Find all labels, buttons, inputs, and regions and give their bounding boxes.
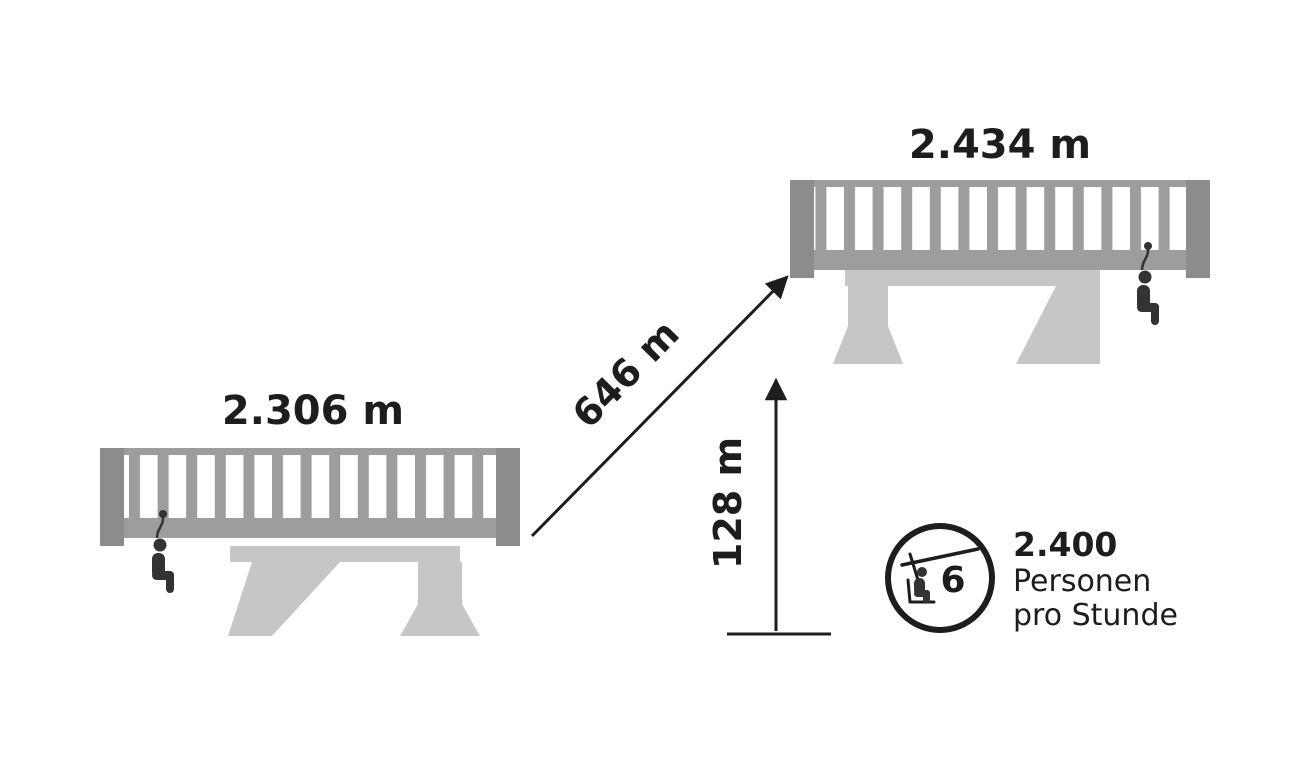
upper-station-left-endpost <box>790 180 814 278</box>
upper-station-left-pier-foot <box>833 326 903 364</box>
height-difference-label: 128 m <box>706 437 750 569</box>
lower-station-elevation-label: 2.306 m <box>222 388 404 434</box>
lower-station-right-pier <box>418 562 462 608</box>
lower-station-left-endpost <box>100 448 124 546</box>
lower-station-left-pier <box>228 562 340 636</box>
lower-station-top-rail <box>124 448 496 455</box>
lower-station-right-endpost <box>496 448 520 546</box>
upper-station: 2.434 m <box>790 122 1210 364</box>
chairlift-chair-icon <box>900 547 980 604</box>
upper-station-right-pier <box>1016 286 1100 364</box>
length-arrow <box>530 275 789 538</box>
upper-station-top-rail <box>814 180 1186 187</box>
capacity-unit-line2: pro Stunde <box>1013 598 1178 633</box>
lift-length-label: 646 m <box>564 311 688 436</box>
height-difference-measure: 128 m <box>706 377 831 636</box>
lower-station: 2.306 m <box>100 388 520 636</box>
lower-station-underdeck <box>230 546 460 562</box>
upper-station-right-endpost <box>1186 180 1210 278</box>
lower-station-right-pier-foot <box>400 604 480 636</box>
chair-seat-count-label: 6 <box>940 560 965 601</box>
upper-station-elevation-label: 2.434 m <box>909 122 1091 168</box>
upper-station-deck <box>814 250 1186 270</box>
capacity-value-label: 2.400 <box>1013 525 1117 564</box>
lower-station-deck <box>124 518 496 538</box>
upper-station-underdeck <box>845 270 1100 286</box>
upper-station-balusters <box>814 187 1186 250</box>
lower-station-balusters <box>124 455 496 518</box>
capacity-unit-line1: Personen <box>1013 564 1151 599</box>
capacity-badge: 6 2.400 Personen pro Stunde <box>885 523 1178 633</box>
upper-station-left-pier <box>848 286 888 330</box>
